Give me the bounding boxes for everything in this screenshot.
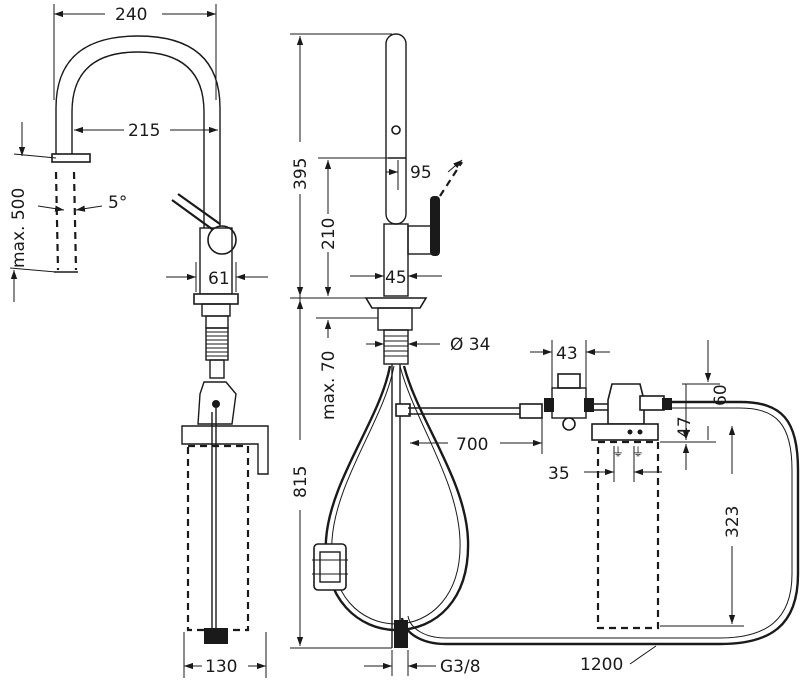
dim-240: 240 (115, 5, 147, 25)
filter-hose (400, 400, 800, 646)
pullout-hose-loop (324, 365, 470, 632)
dim-1200: 1200 (580, 655, 623, 675)
faucet-side-view (51, 35, 269, 644)
dim-130: 130 (205, 657, 237, 677)
left-dimensions: 240 215 max. 500 5° 61 130 (9, 4, 268, 678)
dim-max-70: max. 70 (319, 351, 339, 420)
dim-395: 395 (291, 158, 311, 190)
dim-815: 815 (291, 466, 311, 498)
dim-61: 61 (208, 269, 230, 289)
dim-60: 60 (711, 384, 731, 406)
dim-5-degree: 5° (108, 193, 127, 213)
dim-diameter-34: Ø 34 (450, 335, 490, 355)
spray-head (51, 153, 91, 163)
dim-35: 35 (548, 464, 570, 484)
dim-45: 45 (385, 268, 407, 288)
dim-700: 700 (456, 435, 488, 455)
faucet-lever (171, 199, 217, 233)
front-lever (430, 196, 440, 256)
svg-text:⏚: ⏚ (612, 445, 624, 459)
dim-210: 210 (319, 218, 339, 250)
filter-head (591, 423, 659, 441)
dim-43: 43 (556, 344, 578, 364)
dim-95: 95 (410, 163, 432, 183)
sink-plate (181, 425, 269, 475)
dim-215: 215 (128, 121, 160, 141)
dim-323: 323 (723, 506, 743, 538)
filter-unit: ⏚ ⏚ (400, 373, 800, 646)
dim-max-500: max. 500 (9, 188, 29, 268)
svg-text:⏚: ⏚ (632, 445, 644, 459)
hose-weight (313, 543, 347, 591)
dim-g38: G3/8 (440, 657, 481, 677)
dim-47: 47 (675, 416, 695, 438)
lever-hub (207, 225, 237, 255)
filter-cartridge (596, 440, 660, 630)
right-dimensions: 395 210 95 45 max. 70 Ø 34 815 G3/8 (290, 33, 744, 677)
faucet-front-view (312, 33, 543, 648)
